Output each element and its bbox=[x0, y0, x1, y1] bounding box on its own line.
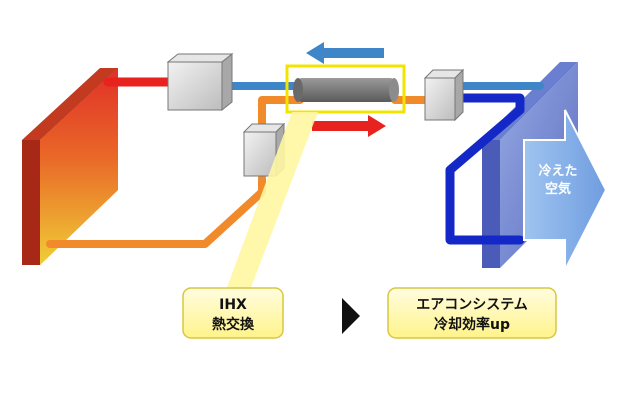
result-label-line1: エアコンシステム bbox=[416, 297, 528, 313]
air-label-line1: 冷えた bbox=[538, 163, 577, 179]
condenser-panel bbox=[22, 68, 118, 265]
ihx-highlight-box bbox=[285, 64, 406, 114]
ihx-label: IHX 熱交換 bbox=[182, 287, 284, 339]
result-label-line2: 冷却効率up bbox=[434, 316, 510, 333]
ihx-label-line1: IHX bbox=[219, 297, 247, 313]
ihx-label-line2: 熱交換 bbox=[212, 316, 255, 333]
separator-triangle-icon bbox=[342, 298, 360, 334]
air-label-line2: 空気 bbox=[545, 181, 571, 197]
red-arrow-right-icon bbox=[312, 115, 386, 137]
ihx-cylinder bbox=[293, 78, 399, 102]
blue-arrow-left-icon bbox=[306, 42, 384, 64]
cold-air-arrow: 冷えた 空気 bbox=[523, 109, 608, 271]
result-label: エアコンシステム 冷却効率up bbox=[387, 287, 557, 339]
ihx-callout-pointer bbox=[226, 112, 318, 290]
compressor-box bbox=[166, 52, 234, 112]
dark-blue-pipe bbox=[445, 93, 525, 245]
expansion-valve-box bbox=[423, 68, 465, 122]
